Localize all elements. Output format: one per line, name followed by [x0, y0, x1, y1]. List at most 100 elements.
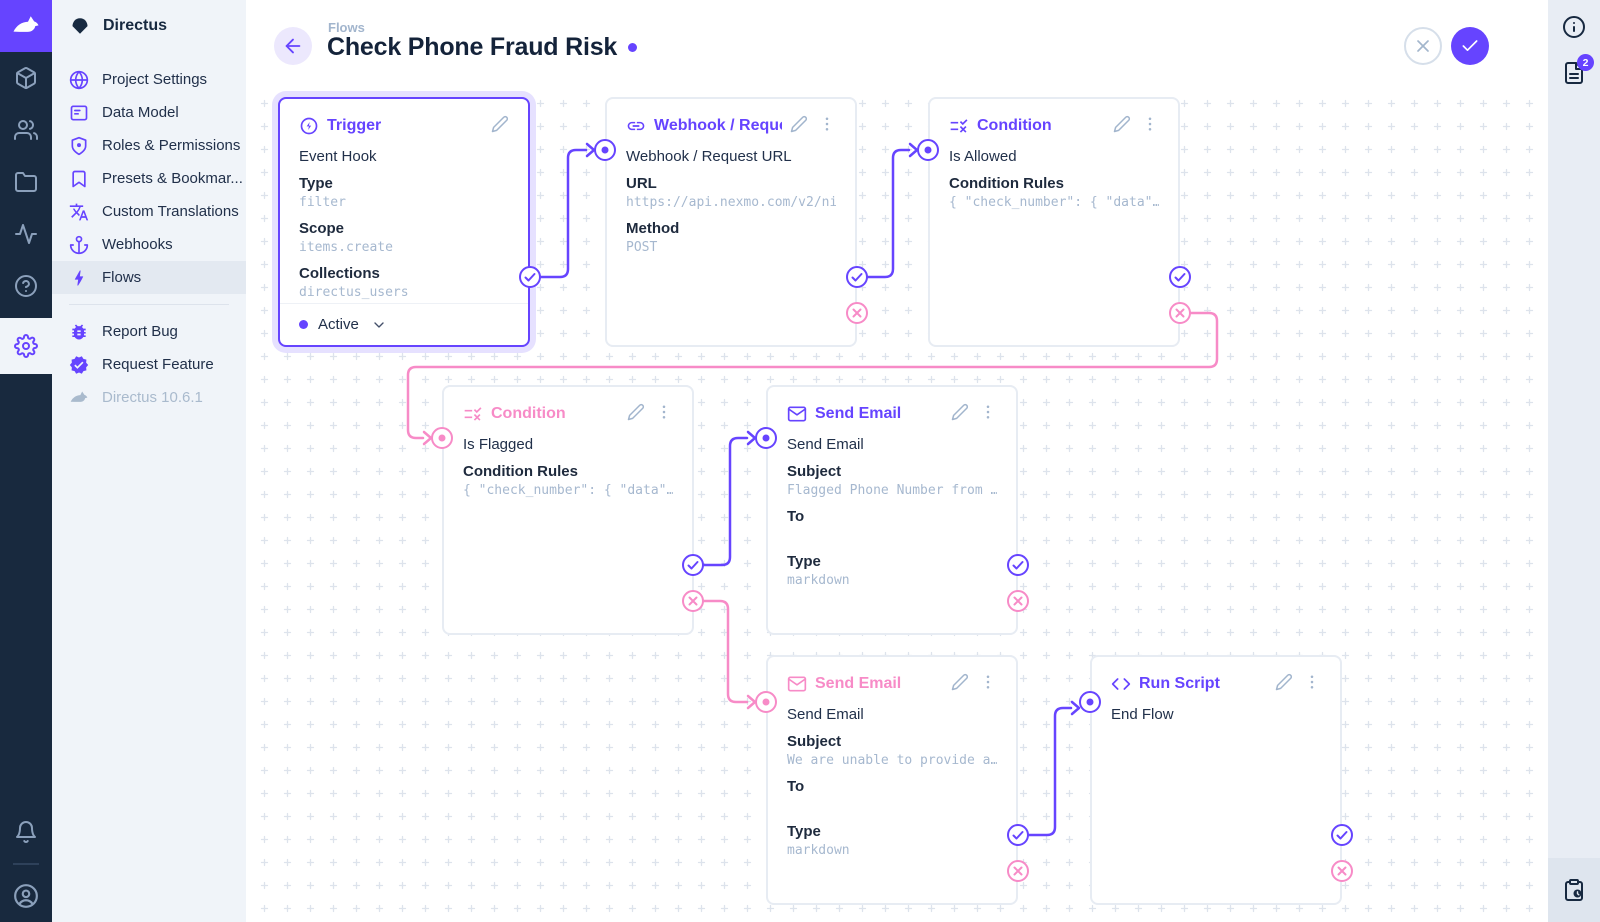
module-help-button[interactable]	[0, 260, 52, 312]
module-files-button[interactable]	[0, 156, 52, 208]
sidebar-item-webhooks[interactable]: Webhooks	[52, 228, 246, 261]
sidebar-item-data-model[interactable]: Data Model	[52, 96, 246, 129]
module-content-button[interactable]	[0, 52, 52, 104]
panel-title: Run Script	[1139, 675, 1220, 692]
operation-name: Send Email	[787, 706, 864, 723]
sidebar-item-presets-bookmarks[interactable]: Presets & Bookmar...	[52, 162, 246, 195]
panel-title: Webhook / Request URL	[654, 117, 782, 134]
activity-icon	[15, 224, 37, 244]
list-card-icon	[69, 103, 89, 123]
field-value	[787, 526, 997, 545]
project-name: Directus	[103, 17, 168, 34]
edit-pencil-icon[interactable]	[1113, 115, 1131, 137]
kebab-menu-icon[interactable]	[979, 403, 997, 425]
sidebar-item-roles-permissions[interactable]: Roles & Permissions	[52, 129, 246, 162]
sidebar-item-project-settings[interactable]: Project Settings	[52, 63, 246, 96]
account-circle-icon	[14, 884, 38, 908]
module-insights-button[interactable]	[0, 208, 52, 260]
field-value	[787, 796, 997, 815]
page-header: Flows Check Phone Fraud Risk	[246, 0, 1548, 92]
edit-pencil-icon[interactable]	[951, 403, 969, 425]
module-users-button[interactable]	[0, 104, 52, 156]
save-flow-button[interactable]	[1451, 27, 1489, 65]
trigger-name: Event Hook	[299, 148, 377, 165]
kebab-menu-icon[interactable]	[1303, 673, 1321, 695]
arrow-left-icon	[285, 38, 301, 54]
field-label: Type	[299, 175, 333, 192]
sidebar-item-version: Directus 10.6.1	[52, 381, 246, 414]
pending-revisions-button[interactable]	[1548, 858, 1600, 922]
box-icon	[16, 67, 36, 90]
notifications-button[interactable]	[0, 806, 52, 858]
field-value: filter	[299, 195, 346, 210]
breadcrumb[interactable]: Flows	[328, 20, 365, 35]
edit-pencil-icon[interactable]	[790, 115, 808, 137]
field-value: markdown	[787, 573, 850, 588]
user-menu-button[interactable]	[0, 870, 52, 922]
info-icon	[1563, 16, 1585, 38]
kebab-menu-icon[interactable]	[979, 673, 997, 695]
panel-condition-allowed[interactable]: Condition Is Allowed Condition Rules { "…	[928, 97, 1180, 347]
field-label: Method	[626, 220, 680, 237]
project-switcher[interactable]: Directus	[52, 0, 246, 52]
nav-items: Project Settings Data Model Roles & Perm…	[52, 52, 246, 414]
info-sidebar-button[interactable]	[1548, 4, 1600, 50]
sidebar-item-label: Request Feature	[102, 356, 214, 373]
mail-icon	[787, 674, 807, 694]
flow-canvas[interactable]: Flows Check Phone Fraud Risk Trigger	[246, 0, 1548, 922]
version-label: Directus 10.6.1	[102, 389, 203, 406]
unsaved-changes-dot	[628, 43, 638, 52]
sidebar-item-label: Report Bug	[102, 323, 178, 340]
panel-title: Condition	[977, 117, 1052, 134]
gear-icon	[14, 334, 38, 358]
sidebar-item-report-bug[interactable]: Report Bug	[52, 315, 246, 348]
close-icon	[1417, 40, 1429, 52]
check-icon	[1462, 40, 1478, 52]
bolt-circle-icon	[299, 116, 319, 136]
users-icon	[14, 120, 38, 140]
edit-pencil-icon[interactable]	[491, 115, 509, 137]
activity-log-button[interactable]: 2	[1548, 50, 1600, 96]
log-file-icon	[1565, 62, 1583, 84]
bookmark-icon	[69, 169, 89, 189]
directus-logo[interactable]	[0, 0, 52, 52]
edit-pencil-icon[interactable]	[1275, 673, 1293, 695]
rail-divider	[13, 863, 39, 865]
kebab-menu-icon[interactable]	[1141, 115, 1159, 137]
panel-webhook[interactable]: Webhook / Request URL Webhook / Request …	[605, 97, 857, 347]
panel-condition-flagged[interactable]: Condition Is Flagged Condition Rules { "…	[442, 385, 694, 635]
sidebar-item-label: Presets & Bookmar...	[102, 170, 243, 187]
panel-send-email-flagged[interactable]: Send Email Send Email Subject Flagged Ph…	[766, 385, 1018, 635]
edit-pencil-icon[interactable]	[951, 673, 969, 695]
status-label: Active	[318, 316, 359, 333]
panel-trigger[interactable]: Trigger Event Hook Type filter Scope ite…	[278, 97, 530, 347]
globe-icon	[69, 70, 89, 90]
link-icon	[626, 116, 646, 136]
kebab-menu-icon[interactable]	[655, 403, 673, 425]
field-label: Scope	[299, 220, 345, 237]
sidebar-item-custom-translations[interactable]: Custom Translations	[52, 195, 246, 228]
help-circle-icon	[15, 275, 37, 297]
kebab-menu-icon[interactable]	[818, 115, 836, 137]
operation-name: Is Allowed	[949, 148, 1017, 165]
back-button[interactable]	[274, 27, 312, 65]
panel-run-script[interactable]: Run Script End Flow	[1090, 655, 1342, 905]
field-value: { "check_number": { "data"…	[949, 195, 1159, 210]
flow-status-toggle[interactable]: Active	[280, 303, 528, 345]
panel-send-email-unable[interactable]: Send Email Send Email Subject We are una…	[766, 655, 1018, 905]
cancel-changes-button[interactable]	[1404, 27, 1442, 65]
panel-title: Trigger	[327, 117, 382, 134]
chevron-down-icon	[371, 317, 387, 333]
sidebar-item-flows[interactable]: Flows	[52, 261, 246, 294]
sidebar-item-request-feature[interactable]: Request Feature	[52, 348, 246, 381]
status-active-dot	[299, 320, 308, 329]
project-fan-icon	[72, 18, 88, 34]
page-title: Check Phone Fraud Risk	[327, 33, 618, 61]
shield-user-icon	[69, 136, 89, 156]
edit-pencil-icon[interactable]	[627, 403, 645, 425]
module-settings-button[interactable]	[0, 318, 52, 374]
rule-icon	[949, 116, 969, 136]
rule-icon	[463, 404, 483, 424]
field-label: Collections	[299, 265, 380, 282]
